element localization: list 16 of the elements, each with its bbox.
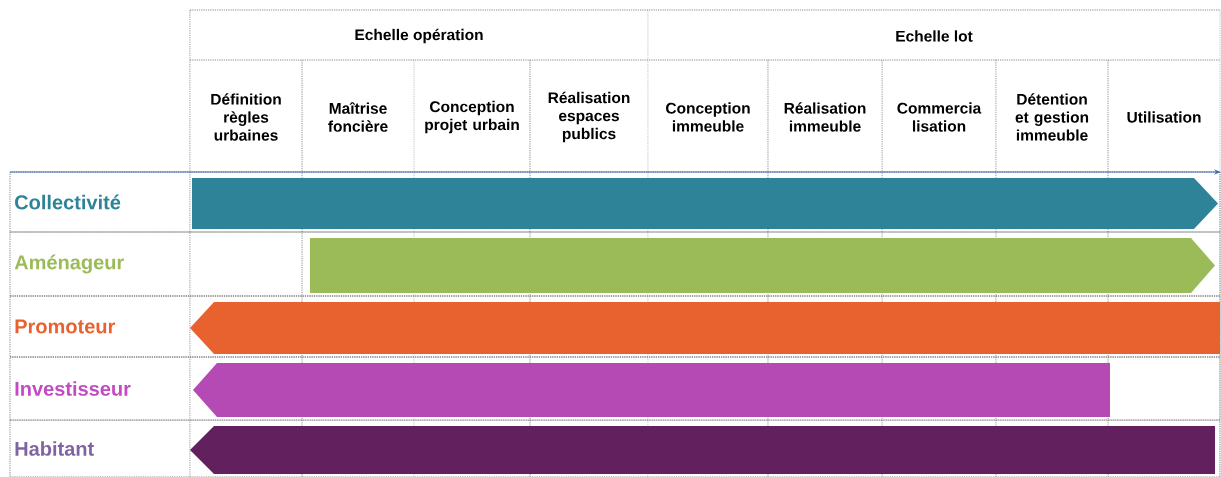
role-row: Habitant [9, 419, 1221, 477]
column-header: Maîtrise foncière [328, 102, 388, 132]
group-header: Echelle lot [896, 30, 973, 42]
column-header: Commercia lisation [897, 102, 982, 132]
column-header: Utilisation [1127, 111, 1201, 123]
role-row: Investisseur [9, 356, 1221, 421]
group-header: Echelle opération [355, 28, 483, 44]
role-row: Collectivité [9, 171, 1221, 233]
column-header: Réalisation espaces publics [548, 91, 630, 143]
role-row: Aménageur [9, 231, 1221, 297]
role-row: Promoteur [9, 295, 1221, 358]
column-header: Réalisation immeuble [784, 102, 866, 132]
column-header: Détention et gestion immeuble [1015, 93, 1089, 141]
column-header: Conception projet urbain [425, 100, 519, 134]
column-header: Définition règles urbaines [211, 93, 281, 141]
column-header: Conception immeuble [666, 102, 750, 132]
